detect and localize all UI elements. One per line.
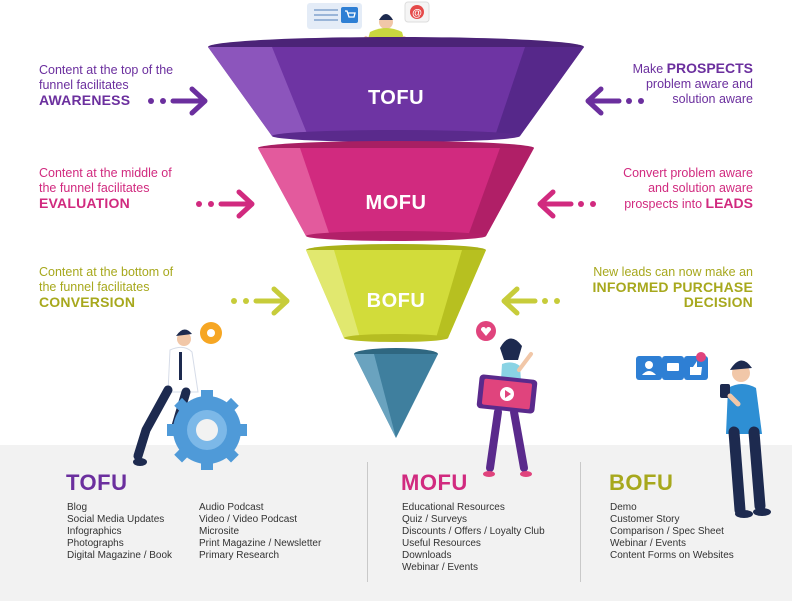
list-item: Infographics [67,526,122,537]
tablet-woman-illustration [476,321,538,477]
list-item: Quiz / Surveys [402,514,468,525]
funnel-mofu [258,141,534,241]
list-item: Webinar / Events [402,562,478,573]
left-text-bofu-body: Content at the bottom of the funnel faci… [39,265,174,294]
list-item: Social Media Updates [67,514,165,525]
right-text-tofu: Make PROSPECTS problem aware and solutio… [600,61,753,107]
left-text-mofu-highlight: EVALUATION [39,195,130,211]
list-item: Discounts / Offers / Loyalty Club [402,526,545,537]
right-text-tofu-pre: Make [632,62,664,76]
list-item: Video / Video Podcast [199,514,298,525]
left-text-tofu-highlight: AWARENESS [39,92,131,108]
bottom-band [0,445,792,601]
column-title-mofu: MOFU [401,470,468,495]
list-item: Downloads [402,550,452,561]
list-item: Blog [67,502,88,513]
list-item: Customer Story [610,514,680,525]
right-text-mofu: Convert problem aware and solution aware… [600,166,753,212]
cart-icon [341,7,358,23]
left-text-mofu: Content at the middle of the funnel faci… [39,166,184,211]
right-text-tofu-highlight: PROSPECTS [666,60,753,76]
column-divider [580,462,581,582]
arrow-left-tofu [148,86,208,116]
column-title-bofu: BOFU [609,470,674,495]
list-item: Webinar / Events [610,538,686,549]
list-item: Microsite [199,526,240,537]
arrow-right-bofu [501,286,560,316]
right-text-tofu-post: problem aware and solution aware [645,77,753,106]
funnel-label-bofu: BOFU [366,290,426,312]
funnel-label-tofu: TOFU [367,87,425,109]
list-item: Print Magazine / Newsletter [199,538,322,549]
list-item: Educational Resources [402,502,505,513]
left-text-tofu: Content at the top of the funnel facilit… [39,63,184,108]
arrow-left-mofu [196,189,255,219]
arrow-right-mofu [537,189,596,219]
funnel-label-mofu: MOFU [365,192,427,214]
left-text-tofu-body: Content at the top of the funnel facilit… [39,63,174,92]
list-item: Digital Magazine / Book [67,550,173,561]
right-text-bofu-pre: New leads can now make an [593,265,753,279]
right-text-bofu-highlight: INFORMED PURCHASE DECISION [592,279,753,310]
arrow-right-tofu [585,86,644,116]
right-text-mofu-pre: Convert problem aware and solution aware… [623,166,753,211]
left-text-mofu-body: Content at the middle of the funnel faci… [39,166,172,195]
right-text-mofu-highlight: LEADS [705,195,753,211]
svg-text:@: @ [412,8,422,19]
list-item: Demo [610,502,637,513]
right-text-bofu: New leads can now make an INFORMED PURCH… [580,265,753,310]
at-sign-icon [410,5,424,19]
arrow-left-bofu [231,286,290,316]
column-divider [367,462,368,582]
phone-man-illustration [636,352,771,518]
list-item: Photographs [67,538,124,549]
column-title-tofu: TOFU [66,470,128,495]
list-item: Content Forms on Websites [610,550,734,561]
funnel-bofu [306,244,486,342]
left-text-bofu: Content at the bottom of the funnel faci… [39,265,184,310]
list-item: Audio Podcast [199,502,264,513]
list-item: Primary Research [199,550,280,561]
gear-man-illustration [133,322,247,470]
funnel-tofu [208,37,584,142]
list-item: Useful Resources [402,538,481,549]
list-item: Comparison / Spec Sheet [610,526,724,537]
left-text-bofu-highlight: CONVERSION [39,294,136,310]
funnel-cone [354,348,438,438]
